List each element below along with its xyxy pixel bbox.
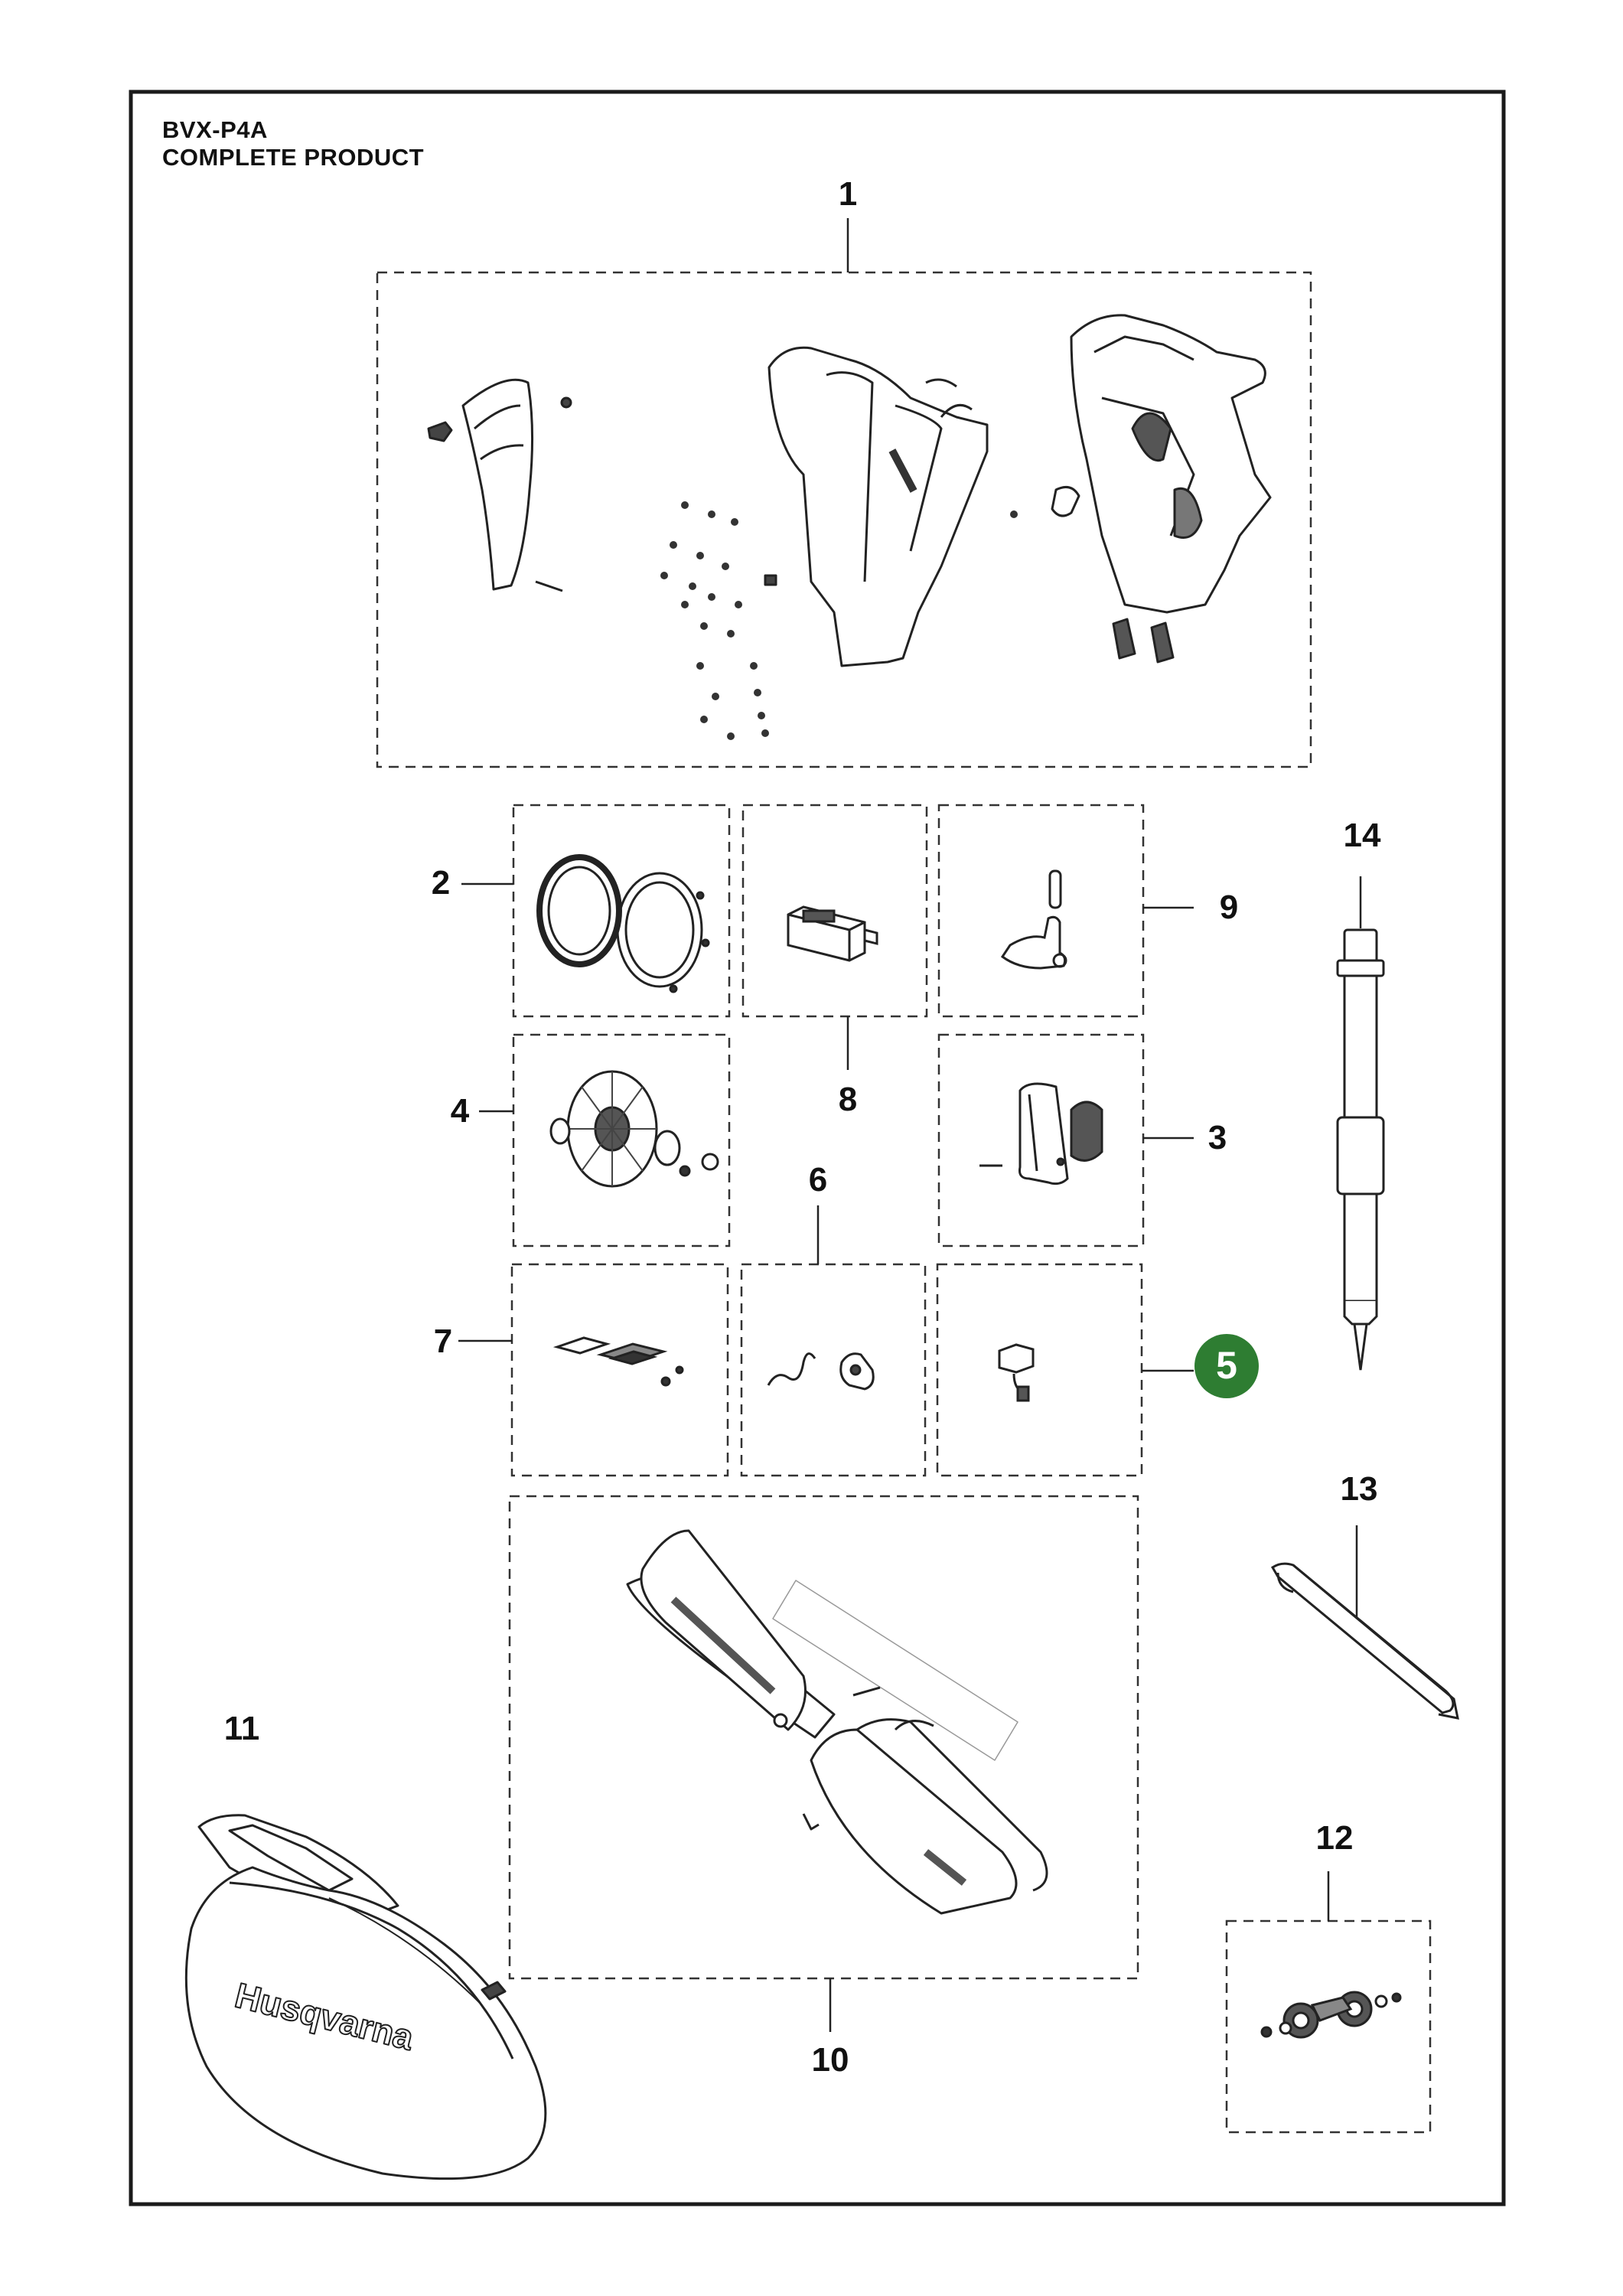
group-box-7 <box>510 1263 729 1477</box>
highlighted-callout-circle <box>1194 1334 1259 1398</box>
part-8-module <box>787 905 878 962</box>
part-11-bag: Husqvarna <box>184 1814 547 2180</box>
callout-2: 2 <box>432 864 450 902</box>
group-box-10 <box>508 1495 1139 1980</box>
group-box-6 <box>740 1263 927 1477</box>
part-14-strap <box>1336 928 1385 1371</box>
part-7-pads <box>552 1336 684 1387</box>
callout-13: 13 <box>1341 1470 1378 1508</box>
callout-10: 10 <box>812 2041 849 2079</box>
part-6-bracket <box>767 1352 875 1391</box>
sheet-frame <box>129 90 1506 2206</box>
part-9-trigger <box>1000 869 1067 970</box>
group-box-9 <box>937 804 1145 1018</box>
part-12-wheels <box>1260 1991 1402 2039</box>
group-box-12 <box>1225 1919 1432 2134</box>
callout-5: 5 <box>1216 1344 1237 1387</box>
model-code: BVX-P4A <box>162 116 268 143</box>
group-box-2 <box>512 804 731 1018</box>
group-box-8 <box>741 804 928 1018</box>
group-box-4 <box>512 1033 731 1247</box>
diagram-subtitle: COMPLETE PRODUCT <box>162 144 425 171</box>
callout-12: 12 <box>1316 1819 1354 1857</box>
callout-9: 9 <box>1220 889 1238 926</box>
part-10-tubes <box>626 1529 1048 1915</box>
part-3-clip <box>979 1082 1103 1186</box>
callout-6: 6 <box>809 1161 827 1199</box>
part-13-tie <box>1270 1562 1459 1720</box>
part-4-fan <box>549 1070 719 1188</box>
callout-3: 3 <box>1208 1119 1227 1156</box>
callout-labels: 1 2 3 4 5 6 7 8 9 10 11 12 13 14 <box>224 175 1381 2079</box>
callout-4: 4 <box>451 1092 470 1130</box>
callout-1: 1 <box>839 175 857 213</box>
group-box-3 <box>937 1033 1145 1247</box>
callout-14: 14 <box>1344 817 1381 854</box>
callout-11: 11 <box>224 1710 260 1747</box>
group-box-1 <box>376 271 1312 768</box>
callout-7: 7 <box>434 1322 452 1360</box>
callout-8: 8 <box>839 1081 857 1118</box>
part-5-cord <box>998 1343 1035 1402</box>
group-box-5 <box>936 1263 1143 1477</box>
part-1-housing <box>427 314 1272 740</box>
leader-lines <box>458 218 1362 2032</box>
part-2-rings <box>536 854 710 993</box>
